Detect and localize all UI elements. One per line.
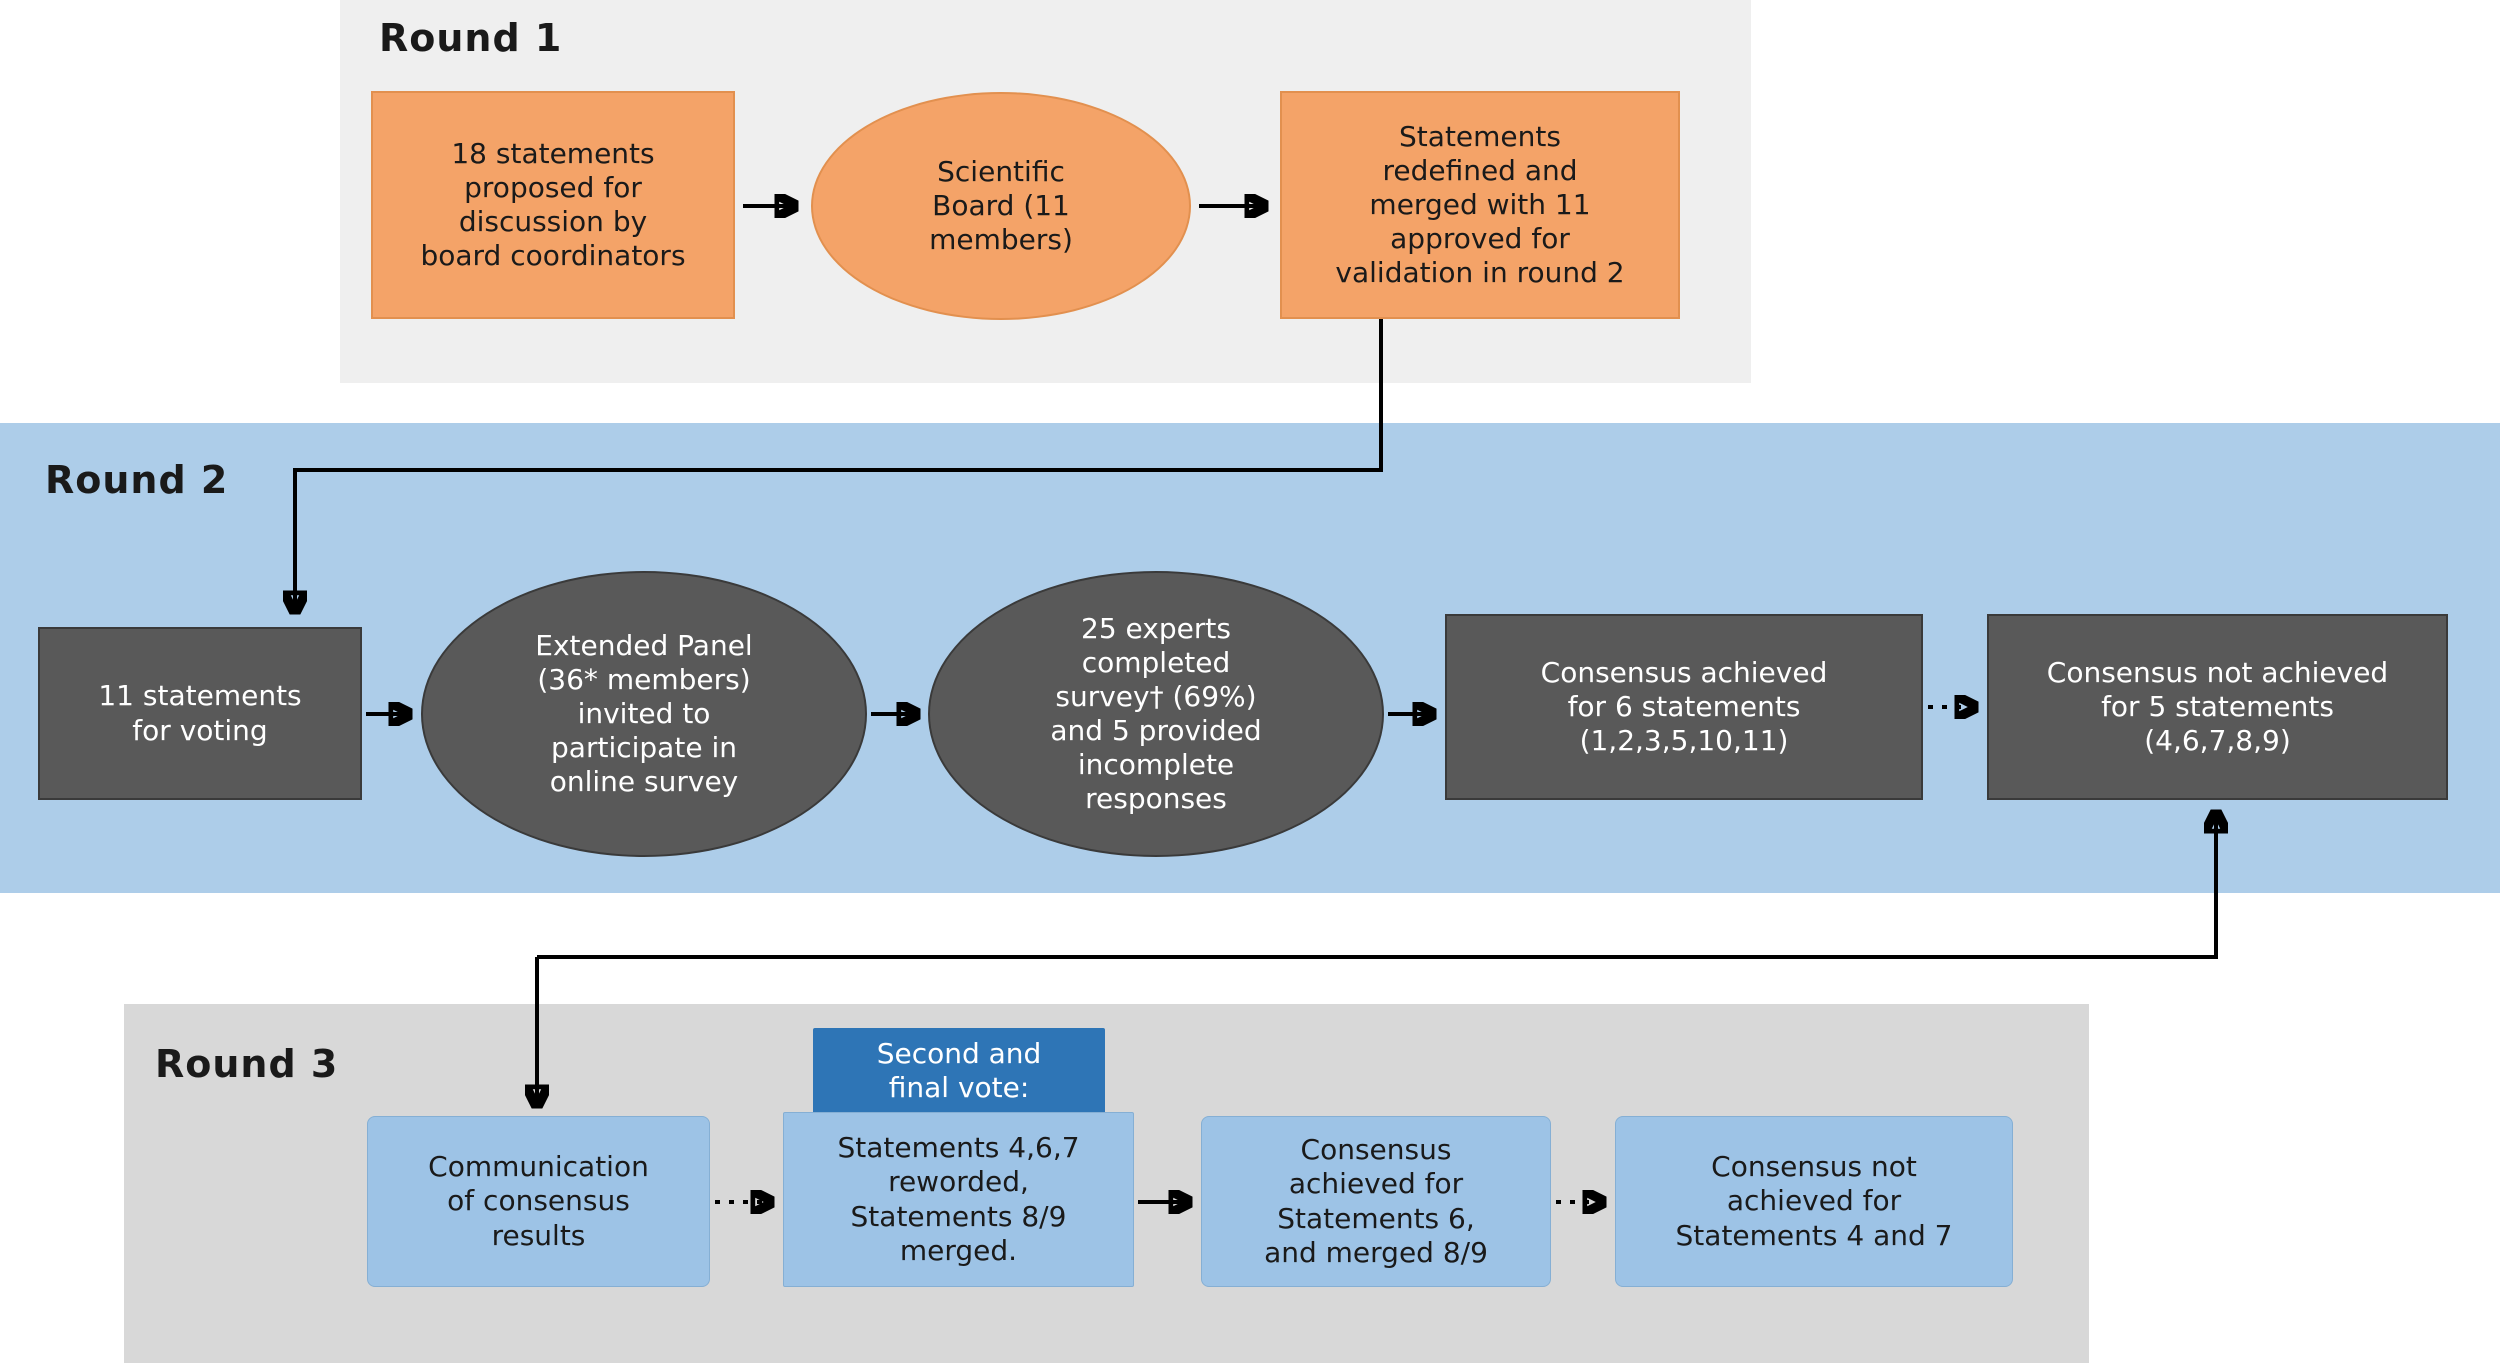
round3-box-consensus-achieved: Consensus achieved for Statements 6, and…	[1201, 1116, 1551, 1287]
round2-title: Round 2	[45, 458, 229, 502]
round1-title: Round 1	[379, 16, 563, 60]
round3-header-second-final-vote: Second and final vote:	[813, 1028, 1105, 1114]
round3-box-consensus-not-achieved: Consensus not achieved for Statements 4 …	[1615, 1116, 2013, 1287]
round2-box-consensus-not-achieved: Consensus not achieved for 5 statements …	[1987, 614, 2448, 800]
round1-ellipse-scientific-board: Scientific Board (11 members)	[811, 92, 1191, 320]
round1-box-statements-redefined: Statements redefined and merged with 11 …	[1280, 91, 1680, 319]
round2-box-consensus-achieved: Consensus achieved for 6 statements (1,2…	[1445, 614, 1923, 800]
round2-ellipse-experts-completed: 25 experts completed survey† (69%) and 5…	[928, 571, 1384, 857]
round1-box-statements-proposed: 18 statements proposed for discussion by…	[371, 91, 735, 319]
round3-box-statements-reworded: Statements 4,6,7 reworded, Statements 8/…	[783, 1112, 1134, 1287]
round3-title: Round 3	[155, 1042, 339, 1086]
round2-box-statements-for-voting: 11 statements for voting	[38, 627, 362, 800]
round3-box-communication-results: Communication of consensus results	[367, 1116, 710, 1287]
round2-ellipse-extended-panel: Extended Panel (36* members) invited to …	[421, 571, 867, 857]
